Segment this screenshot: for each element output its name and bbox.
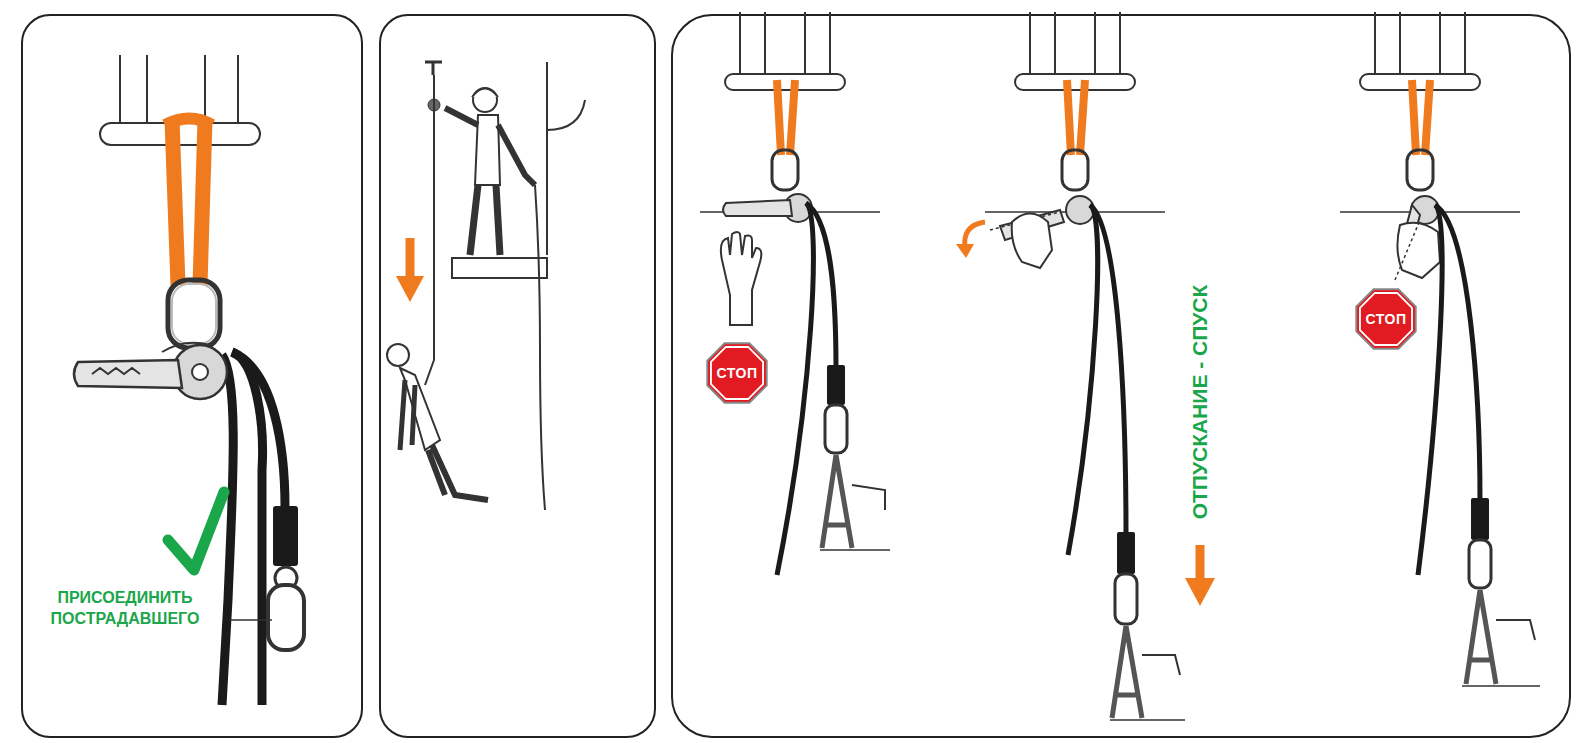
illustration-part [1397, 223, 1440, 278]
illustration-part [1142, 655, 1180, 675]
panel-frames [22, 15, 1570, 737]
annotation-label: ПРИСОЕДИНИТЬ ПОСТРАДАВШЕГО [36, 588, 214, 630]
illustration-part [1471, 498, 1489, 540]
illustration-part [380, 15, 655, 737]
panel-3-step-2 [956, 12, 1215, 720]
illustration-part [1496, 620, 1535, 640]
illustration-part [1418, 205, 1442, 575]
illustration-part [725, 12, 845, 90]
illustration-part [1110, 719, 1185, 721]
illustration-part [1407, 150, 1433, 190]
illustration-part [721, 232, 761, 325]
illustration-part [672, 15, 1570, 737]
illustration-part [546, 62, 548, 255]
illustration-part [400, 380, 415, 450]
illustration-part [428, 445, 488, 500]
illustration-part [1090, 205, 1126, 535]
illustration-part [1115, 574, 1137, 624]
illustration-part [425, 360, 434, 385]
panel-1-device [74, 55, 304, 705]
illustration-part [1015, 12, 1135, 90]
illustration-part [777, 80, 795, 155]
illustration-part [172, 284, 216, 344]
illustration-part [1112, 626, 1142, 718]
illustration-part [192, 364, 208, 380]
illustration-part [535, 185, 545, 510]
illustration-part [22, 15, 362, 737]
illustration-part [400, 368, 440, 450]
illustration-part [1117, 532, 1135, 574]
stop-text: СТОП [706, 342, 768, 404]
illustration-part [396, 276, 424, 302]
illustration-part [425, 62, 442, 75]
illustration-part [119, 55, 121, 125]
illustration-part [723, 200, 792, 216]
illustration-part [165, 119, 212, 126]
illustration-part [827, 365, 845, 405]
illustration-part [232, 352, 285, 508]
illustration-part [806, 203, 836, 368]
stop-text: СТОП [1355, 288, 1417, 350]
illustration-part [777, 203, 813, 575]
illustration-part [452, 258, 547, 278]
illustration-part [470, 185, 500, 255]
illustration-part [237, 55, 239, 125]
illustration-part [1185, 578, 1215, 606]
illustration-part [1067, 80, 1085, 155]
illustration-part [173, 345, 227, 399]
illustration-part [162, 343, 210, 352]
stop-sign: СТОП [706, 342, 768, 404]
illustration-part [1435, 205, 1480, 500]
panel-2-scene [387, 62, 585, 510]
illustration-part [222, 355, 233, 705]
illustration-part [172, 120, 205, 285]
illustration-part [1412, 80, 1430, 155]
illustration-part [1360, 12, 1480, 90]
illustration-part [433, 75, 435, 360]
illustration-part [168, 492, 224, 570]
illustration-part [1066, 196, 1094, 224]
illustration-part [204, 55, 206, 125]
illustration-part [1462, 685, 1540, 687]
illustration-part [473, 88, 497, 112]
illustration-part [956, 244, 974, 258]
illustration-part [74, 360, 182, 388]
illustration-part [825, 405, 847, 453]
illustration-part [168, 280, 220, 348]
illustration-part [472, 89, 498, 98]
illustration-part [387, 344, 409, 366]
illustration-part [1196, 545, 1205, 582]
illustration-part [230, 619, 272, 621]
illustration-part [475, 115, 500, 185]
stop-sign: СТОП [1355, 288, 1417, 350]
illustration-part [822, 455, 852, 548]
illustration-part [1469, 540, 1491, 588]
illustration-part [772, 150, 798, 190]
illustration-part [273, 506, 298, 566]
illustration-part [820, 549, 890, 551]
illustration-part [852, 485, 885, 510]
illustration-part [406, 238, 415, 280]
illustration-part [1068, 205, 1098, 555]
panel-3-step-3 [1340, 12, 1540, 686]
illustration-part [547, 100, 585, 130]
illustration-part [1062, 150, 1088, 190]
illustration-part [92, 368, 140, 374]
illustration-part [1466, 590, 1496, 684]
illustration-part [1012, 214, 1052, 269]
illustration-part [1395, 220, 1420, 280]
illustration-part [445, 108, 535, 185]
panel-3-step-1 [700, 12, 890, 575]
annotation-label: ОТПУСКАНИЕ - СПУСК [1188, 285, 1212, 520]
illustration-part [146, 55, 148, 125]
illustration-part [268, 585, 304, 650]
